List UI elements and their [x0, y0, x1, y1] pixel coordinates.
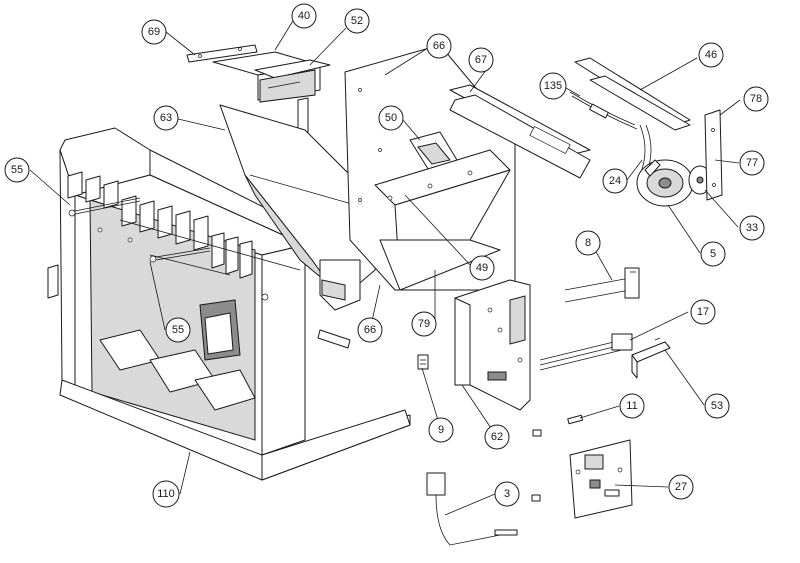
callout-135: 135 [539, 72, 567, 100]
part-11-clips [531, 414, 584, 502]
part-8-heater-element [564, 267, 640, 303]
callout-78: 78 [743, 86, 769, 112]
part-78-mounting-plate [704, 109, 723, 201]
callout-9: 9 [428, 417, 454, 443]
callout-label: 33 [746, 222, 758, 234]
part-67-rail [449, 84, 591, 179]
callout-label: 17 [697, 306, 709, 318]
callout-label: 46 [705, 49, 717, 61]
callout-66-lower: 66 [357, 317, 383, 343]
part-5-fan-motor [636, 159, 694, 207]
part-135-sensor-lead [569, 91, 638, 130]
part-27-control-board [569, 439, 633, 519]
callout-17: 17 [690, 299, 716, 325]
callout-label: 69 [148, 26, 160, 38]
leader-lines [29, 15, 741, 516]
part-17-wiring-harness [539, 333, 633, 371]
part-53-angle-bracket [631, 337, 671, 379]
callout-label: 110 [157, 488, 175, 500]
callout-label: 53 [711, 400, 723, 412]
callout-label: 78 [750, 93, 762, 105]
callout-label: 5 [710, 248, 716, 260]
callout-27: 27 [668, 474, 694, 500]
callout-label: 63 [160, 112, 172, 124]
callout-55-lower: 55 [165, 317, 191, 343]
callout-69: 69 [141, 19, 167, 45]
callout-46: 46 [698, 42, 724, 68]
callout-label: 49 [476, 262, 488, 274]
callout-24: 24 [602, 168, 628, 194]
part-9-connector [417, 354, 429, 370]
callout-3: 3 [494, 481, 520, 507]
callout-label: 66 [433, 40, 445, 52]
callout-79: 79 [411, 311, 437, 337]
callout-67: 67 [468, 47, 494, 73]
callout-label: 9 [438, 424, 444, 436]
callout-label: 66 [364, 324, 376, 336]
part-66-lower-bracket [317, 259, 361, 349]
part-33-fan-blade [688, 165, 712, 195]
callout-62: 62 [484, 424, 510, 450]
part-69-bracket [186, 44, 258, 63]
part-79-lower-panel [379, 239, 501, 291]
callout-label: 77 [746, 157, 758, 169]
callout-52: 52 [344, 8, 370, 34]
callout-label: 27 [675, 481, 687, 493]
callout-label: 67 [475, 54, 487, 66]
callout-40: 40 [291, 3, 317, 29]
callout-label: 55 [11, 164, 23, 176]
callout-66-upper: 66 [426, 33, 452, 59]
callout-label: 79 [418, 318, 430, 330]
callout-label: 3 [504, 488, 510, 500]
part-3-thermostat [426, 472, 518, 546]
callout-label: 50 [385, 112, 397, 124]
part-52-hopper-chute [254, 59, 331, 143]
callout-label: 8 [585, 237, 591, 249]
callout-11: 11 [619, 393, 645, 419]
callout-55-upper: 55 [4, 157, 30, 183]
part-55-rods [68, 197, 211, 263]
callout-8: 8 [575, 230, 601, 256]
callout-label: 62 [491, 431, 503, 443]
callout-63: 63 [153, 105, 179, 131]
callout-label: 11 [626, 400, 637, 412]
callout-label: 55 [172, 324, 184, 336]
part-63-funnel-panel [219, 104, 386, 301]
callout-33: 33 [739, 215, 765, 241]
callout-label: 24 [609, 175, 621, 187]
part-62-control-bracket [454, 279, 531, 411]
callout-110: 110 [152, 480, 180, 508]
callout-5: 5 [700, 241, 726, 267]
callout-53: 53 [704, 393, 730, 419]
callout-label: 135 [544, 80, 562, 92]
callout-label: 52 [351, 15, 363, 27]
callout-77: 77 [739, 150, 765, 176]
callout-49: 49 [469, 255, 495, 281]
callout-50: 50 [378, 105, 404, 131]
callout-label: 40 [298, 10, 310, 22]
part-46-top-rail [574, 57, 691, 131]
